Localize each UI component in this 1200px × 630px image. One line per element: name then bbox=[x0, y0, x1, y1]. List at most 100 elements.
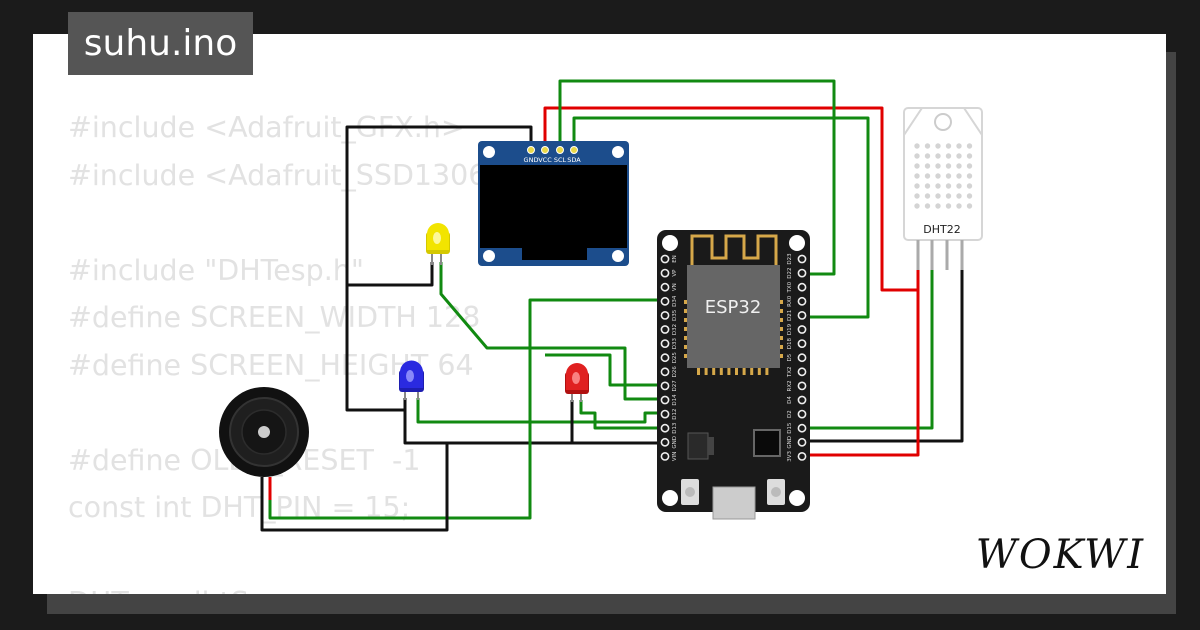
esp32-pin-tx2[interactable]: TX2 bbox=[787, 366, 807, 378]
esp32-module-shield bbox=[687, 265, 780, 368]
esp32-pin-label: D5 bbox=[787, 353, 793, 361]
esp32-pin-d18[interactable]: D18 bbox=[787, 337, 807, 349]
esp32-pin-label: D21 bbox=[787, 310, 793, 321]
dht-vent-hole bbox=[966, 143, 973, 149]
esp32-antenna bbox=[690, 234, 778, 265]
project-name-badge[interactable]: suhu.ino bbox=[68, 12, 253, 75]
module-pad bbox=[735, 368, 738, 375]
wire-oled-gnd bbox=[345, 125, 533, 412]
esp32-pin-gnd[interactable]: GND bbox=[660, 436, 678, 449]
esp32-pin-d12[interactable]: D12 bbox=[660, 408, 678, 420]
esp32-pin-label: VN bbox=[672, 283, 678, 291]
dht-vent-hole bbox=[945, 193, 952, 199]
esp32-pin-d23[interactable]: D23 bbox=[787, 253, 807, 265]
buzzer[interactable] bbox=[219, 387, 309, 477]
esp32-pin-rx2[interactable]: RX2 bbox=[787, 380, 807, 391]
oled-pin-label: GND bbox=[524, 156, 539, 164]
code-line: #define SCREEN_WIDTH 128 bbox=[68, 301, 481, 334]
module-pad bbox=[780, 309, 783, 313]
led-blue[interactable] bbox=[399, 360, 424, 400]
module-pad bbox=[780, 336, 783, 340]
dht-vent-hole bbox=[956, 153, 962, 159]
esp32-pin-label: EN bbox=[672, 255, 678, 263]
code-line: #include "DHTesp.h" bbox=[68, 253, 364, 287]
esp32-pin-label: D33 bbox=[672, 337, 678, 349]
wire-led-blue bbox=[416, 398, 665, 424]
esp32-pin-d27[interactable]: D27 bbox=[660, 380, 678, 392]
dht-vent-hole bbox=[935, 143, 941, 149]
dht-vent-hole bbox=[966, 183, 973, 189]
module-pad bbox=[719, 368, 723, 375]
esp32-pin-gnd[interactable]: GND bbox=[787, 436, 807, 449]
wire-oled-scl bbox=[558, 79, 836, 276]
esp32-pin-label: D34 bbox=[672, 295, 678, 307]
esp32-pin-3v3[interactable]: 3V3 bbox=[787, 451, 807, 462]
esp32-pin-en[interactable]: EN bbox=[660, 254, 678, 264]
module-pad bbox=[765, 368, 769, 375]
esp32-pin-d14[interactable]: D14 bbox=[660, 394, 678, 406]
esp32-pin-vin[interactable]: VIN bbox=[660, 452, 678, 462]
module-pad bbox=[780, 345, 783, 349]
led-red[interactable] bbox=[565, 363, 589, 402]
oled-mount-hole bbox=[612, 146, 624, 158]
esp32-pin-d15[interactable]: D15 bbox=[787, 422, 807, 434]
wire-led-yellow bbox=[439, 262, 665, 401]
wire-led-blue-gnd bbox=[403, 398, 665, 445]
esp32-pin-d19[interactable]: D19 bbox=[787, 323, 807, 335]
boot-button[interactable] bbox=[767, 479, 785, 505]
led-yellow[interactable] bbox=[426, 223, 450, 265]
esp32-pin-vn[interactable]: VN bbox=[660, 282, 678, 292]
esp32-board[interactable]: ESP32 ENVPVND34D35D32D33D25D26D27D14D12D… bbox=[657, 230, 810, 520]
dht-vent-hole bbox=[914, 193, 920, 199]
esp32-pin-rx0[interactable]: RX0 bbox=[787, 295, 807, 307]
esp32-pin-tx0[interactable]: TX0 bbox=[787, 281, 807, 294]
dht-vent-hole bbox=[966, 173, 973, 179]
wire-buzzer-gnd bbox=[260, 443, 449, 532]
esp32-pin-d22[interactable]: D22 bbox=[787, 267, 807, 279]
esp32-pin-label: D18 bbox=[787, 337, 793, 349]
esp32-pin-d4[interactable]: D4 bbox=[787, 395, 807, 405]
dht22-sensor[interactable]: DHT22 bbox=[903, 107, 983, 270]
dht-vent-hole bbox=[956, 173, 962, 179]
esp32-mount-hole bbox=[662, 490, 678, 506]
dht-vent-hole bbox=[956, 203, 962, 209]
esp32-pin-d25[interactable]: D25 bbox=[660, 352, 678, 364]
esp32-pin-d26[interactable]: D26 bbox=[660, 366, 678, 378]
esp32-pin-label: D14 bbox=[672, 394, 678, 406]
module-pad bbox=[704, 368, 708, 375]
esp32-pin-vp[interactable]: VP bbox=[660, 268, 678, 278]
esp32-pin-d2[interactable]: D2 bbox=[787, 409, 807, 419]
dht-vent-hole bbox=[935, 193, 941, 199]
code-line: #define SCREEN_HEIGHT 64 bbox=[68, 348, 474, 382]
esp32-pin-d33[interactable]: D33 bbox=[660, 337, 678, 349]
dht-vent-hole bbox=[924, 183, 931, 189]
oled-mount-hole bbox=[483, 250, 495, 262]
module-pad bbox=[684, 327, 687, 331]
oled-display[interactable]: GND VCC SCL SDA bbox=[478, 141, 629, 266]
module-pad bbox=[684, 309, 687, 313]
esp32-pin-d35[interactable]: D35 bbox=[660, 309, 678, 321]
module-pad bbox=[780, 327, 783, 331]
dht-vent-hole bbox=[914, 173, 920, 179]
wire-dht-vcc bbox=[800, 290, 920, 457]
oled-pin-label: SDA bbox=[567, 156, 581, 164]
wire-dht-gnd bbox=[800, 268, 964, 443]
dht-vent-hole bbox=[945, 173, 952, 179]
esp32-pin-d5[interactable]: D5 bbox=[787, 353, 807, 363]
dht-vent-hole bbox=[924, 203, 931, 209]
esp32-pin-label: D26 bbox=[672, 366, 678, 378]
usb-uart-chip bbox=[753, 429, 781, 457]
module-pad bbox=[684, 336, 687, 340]
esp32-pin-d32[interactable]: D32 bbox=[660, 324, 678, 335]
esp32-pin-d13[interactable]: D13 bbox=[660, 422, 678, 434]
code-line: DHTesp dhtSensor; bbox=[68, 586, 338, 594]
en-button[interactable] bbox=[681, 479, 699, 505]
esp32-pin-label: D2 bbox=[787, 410, 793, 418]
oled-mount-hole bbox=[483, 146, 495, 158]
module-pad bbox=[757, 368, 761, 375]
esp32-pin-d21[interactable]: D21 bbox=[787, 310, 807, 321]
dht-pins bbox=[916, 240, 964, 270]
oled-mount-hole bbox=[612, 250, 624, 262]
esp32-pin-d34[interactable]: D34 bbox=[660, 295, 678, 307]
